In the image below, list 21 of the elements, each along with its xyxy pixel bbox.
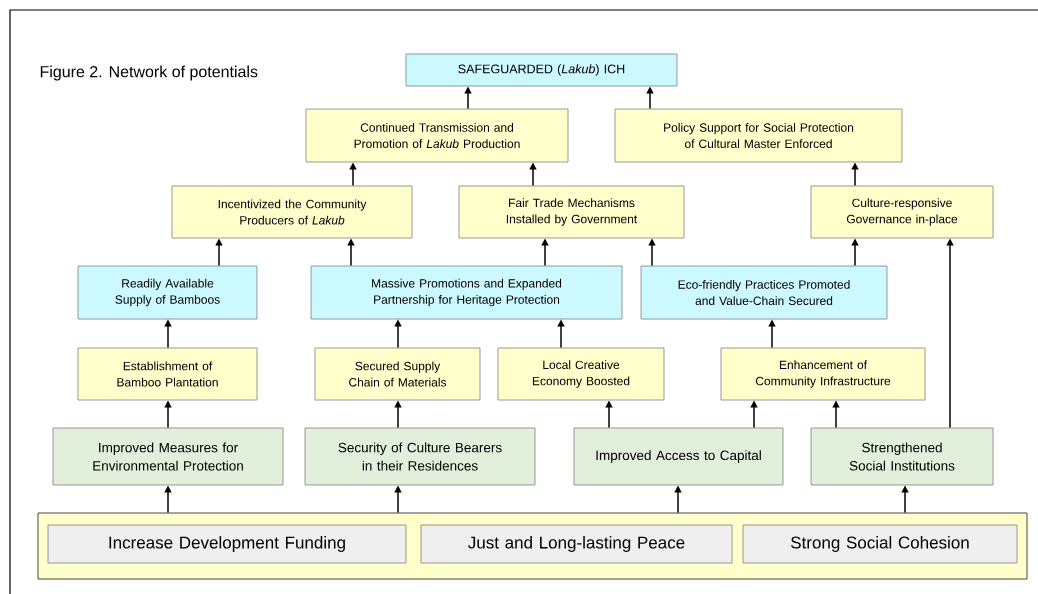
potential-box: Eco-friendly Practices Promoted and Value-Chain Secured (640, 265, 888, 320)
condition-box: Increase Development Funding (47, 524, 407, 564)
potential-box: Secured Supply Chain of Materials (314, 347, 481, 401)
potential-box: Massive Promotions and Expanded Partnership for Heritage Protection (310, 265, 623, 320)
foundation-box: Security of Culture Bearers in their Residences (304, 427, 536, 486)
figure-title: Figure 2. Network of potentials (40, 65, 258, 81)
potential-box: Continued Transmission and Promotion of Lakub Production (305, 108, 569, 163)
foundation-box: Strengthened Social Institutions (810, 427, 994, 486)
potential-box: Policy Support for Social Protection of Cultural Master Enforced (614, 108, 903, 163)
potential-box: Fair Trade Mechanisms Installed by Government (458, 185, 685, 239)
foundation-box: Improved Access to Capital (573, 427, 784, 486)
potential-box: Culture-responsive Governance in-place (810, 185, 994, 239)
potential-box: Enhancement of Community Infrastructure (720, 347, 926, 401)
potential-box: Establishment of Bamboo Plantation (77, 347, 258, 401)
foundation-box: Improved Measures for Environmental Protection (52, 427, 284, 486)
outcome-box: SAFEGUARDED (Lakub) ICH (405, 53, 678, 87)
condition-box: Just and Long-lasting Peace (420, 524, 733, 564)
potential-box: Readily Available Supply of Bamboos (77, 265, 258, 320)
potential-box: Local Creative Economy Boosted (497, 347, 665, 401)
condition-box: Strong Social Cohesion (742, 524, 1018, 564)
potential-box: Incentivized the Community Producers of Lakub (171, 185, 413, 239)
